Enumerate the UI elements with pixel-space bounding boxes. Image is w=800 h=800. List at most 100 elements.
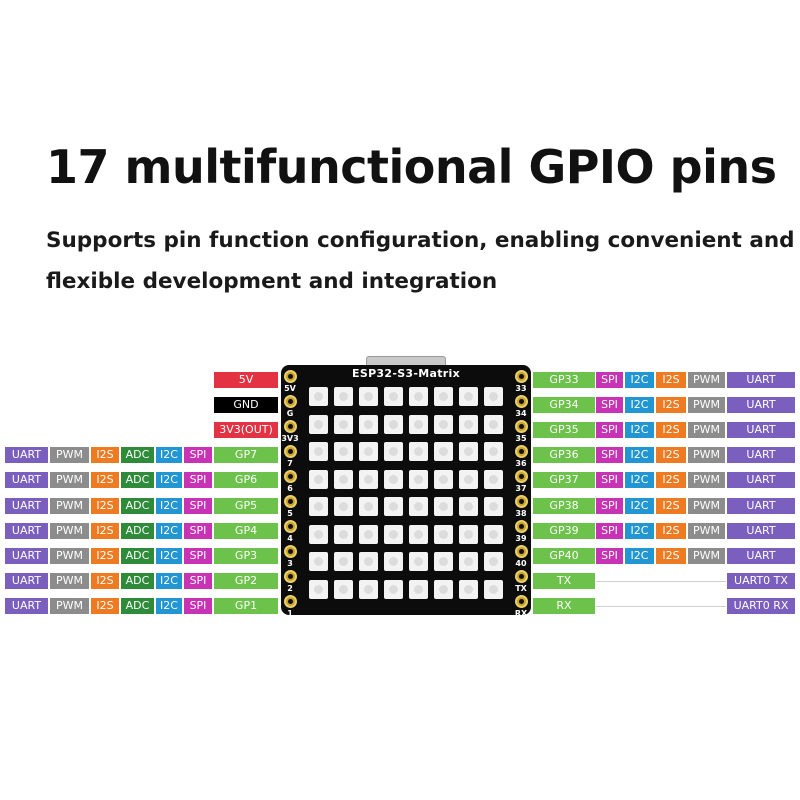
rgb-led — [459, 442, 478, 461]
pin-pad — [284, 520, 297, 533]
silkscreen-label: 6 — [287, 484, 293, 493]
silkscreen-label: 3 — [287, 559, 293, 568]
pin-label-uart0-rx: UART0 RX — [727, 597, 795, 614]
pin-label-gp4: GP4 — [214, 522, 278, 539]
pin-label-spi: SPI — [184, 497, 212, 514]
rgb-led — [434, 414, 453, 434]
pin-label-gp36: GP36 — [533, 447, 595, 464]
rgb-led — [484, 442, 503, 461]
pin-pad — [515, 520, 528, 533]
pin-label-i2s: I2S — [656, 397, 686, 414]
silkscreen-label: 39 — [515, 534, 527, 543]
rgb-led — [409, 552, 428, 571]
pin-pad — [515, 595, 528, 608]
pin-pad — [284, 595, 297, 608]
rgb-led — [334, 469, 353, 489]
rgb-led — [309, 552, 328, 571]
pin-label-i2s: I2S — [656, 522, 686, 539]
rgb-led — [484, 469, 503, 489]
rgb-led — [409, 497, 428, 516]
rgb-led — [359, 469, 378, 489]
rgb-led — [309, 414, 328, 434]
rgb-led — [434, 387, 453, 406]
rgb-led — [409, 387, 428, 406]
pin-label-tx: TX — [533, 572, 595, 589]
rgb-led — [309, 497, 328, 516]
pin-label-i2s: I2S — [91, 447, 119, 464]
silkscreen-label: 2 — [287, 584, 293, 593]
rgb-led — [459, 552, 478, 571]
rgb-led — [334, 552, 353, 571]
rgb-led — [384, 552, 403, 571]
pin-label-i2c: I2C — [625, 447, 654, 464]
pin-label-i2c: I2C — [156, 472, 182, 489]
pin-label-i2c: I2C — [156, 572, 182, 589]
rgb-led — [359, 524, 378, 544]
connector-line — [596, 580, 726, 582]
pin-label-gp7: GP7 — [214, 447, 278, 464]
connector-line — [596, 605, 726, 607]
pin-label-gp1: GP1 — [214, 597, 278, 614]
rgb-led — [409, 579, 428, 599]
rgb-led — [459, 497, 478, 516]
pin-label-pwm: PWM — [688, 497, 725, 514]
pin-label-pwm: PWM — [50, 472, 89, 489]
silkscreen-label: 40 — [515, 559, 527, 568]
pin-label-pwm: PWM — [688, 522, 725, 539]
pin-label-uart: UART — [727, 447, 795, 464]
pin-pad — [515, 395, 528, 408]
silkscreen-label: G — [286, 409, 294, 418]
rgb-led — [309, 579, 328, 599]
pin-label-spi: SPI — [184, 447, 212, 464]
silkscreen-label: 5 — [287, 509, 293, 518]
pin-label-i2c: I2C — [156, 447, 182, 464]
pin-label-uart: UART — [727, 397, 795, 414]
subtitle-line-1: Supports pin function configuration, ena… — [46, 228, 795, 253]
pin-label-i2c: I2C — [625, 497, 654, 514]
pin-label-adc: ADC — [121, 597, 154, 614]
rgb-led — [334, 387, 353, 406]
pin-label-i2c: I2C — [625, 522, 654, 539]
pin-label-spi: SPI — [596, 422, 623, 439]
rgb-led — [459, 524, 478, 544]
page-title: 17 multifunctional GPIO pins — [46, 140, 777, 194]
pin-label-uart: UART — [727, 422, 795, 439]
pin-label-adc: ADC — [121, 447, 154, 464]
pin-label-pwm: PWM — [688, 422, 725, 439]
silkscreen-label: 1 — [287, 609, 293, 618]
rgb-led — [434, 497, 453, 516]
pin-label-5v: 5V — [214, 372, 278, 388]
pin-label-i2s: I2S — [656, 547, 686, 564]
pin-pad — [515, 370, 528, 383]
silkscreen-label: RX — [514, 609, 528, 618]
pin-label-i2c: I2C — [156, 522, 182, 539]
pin-label-i2c: I2C — [156, 597, 182, 614]
silkscreen-label: 36 — [515, 459, 527, 468]
rgb-led — [309, 469, 328, 489]
pin-label-spi: SPI — [184, 522, 212, 539]
rgb-led — [484, 524, 503, 544]
pin-label-pwm: PWM — [50, 497, 89, 514]
pin-label-i2c: I2C — [625, 397, 654, 414]
pin-label-i2c: I2C — [156, 497, 182, 514]
rgb-led — [484, 387, 503, 406]
pin-label-gp3: GP3 — [214, 547, 278, 564]
rgb-led — [409, 442, 428, 461]
rgb-led — [309, 524, 328, 544]
pin-label-i2s: I2S — [91, 522, 119, 539]
pin-label-spi: SPI — [596, 547, 623, 564]
rgb-led — [434, 579, 453, 599]
rgb-led — [434, 552, 453, 571]
rgb-led — [409, 469, 428, 489]
pin-label-i2s: I2S — [656, 472, 686, 489]
pin-pad — [284, 495, 297, 508]
pin-pad — [515, 570, 528, 583]
pin-label-adc: ADC — [121, 547, 154, 564]
pin-label-uart: UART — [727, 547, 795, 564]
pin-label-spi: SPI — [184, 547, 212, 564]
pin-label-pwm: PWM — [688, 397, 725, 414]
rgb-led — [409, 414, 428, 434]
pin-label-pwm: PWM — [688, 447, 725, 464]
